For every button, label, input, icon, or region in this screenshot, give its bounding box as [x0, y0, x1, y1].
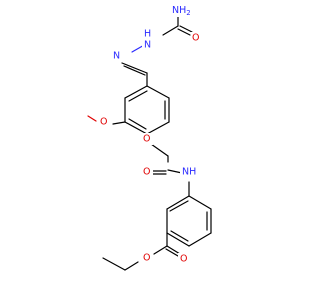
ring1-bond-4: [124, 121, 148, 135]
ring2-bond-6: [188, 195, 212, 210]
bond-carbonyl-double-1: [179, 25, 193, 33]
bond-carbonyl-double-2: [177, 28, 191, 36]
atom-nh-hydrazide-n: N: [144, 40, 151, 51]
atom-labels: NH2 O H N N O O O NH O O: [99, 5, 203, 265]
atom-n-imine: N: [113, 51, 120, 62]
bond-ester-c-to-carbonyl-o-1: [166, 245, 181, 255]
bond-ester-c-to-o: [153, 245, 168, 255]
atom-o-ether: O: [143, 134, 150, 145]
chemical-structure: NH2 O H N N O O O NH O O: [87, 5, 212, 271]
bond-ethyl: [102, 257, 126, 271]
atom-nh-hydrazide-h: H: [144, 29, 151, 40]
ring1-bond-3: [146, 121, 170, 135]
ring2-bond-4: [188, 232, 212, 247]
ring2-bond-3: [166, 232, 190, 247]
bond-carbonyl-to-nh: [162, 25, 179, 36]
ring1-bond-6: [124, 85, 148, 99]
atom-o-amide: O: [143, 167, 150, 178]
bond-ring-to-ome: [112, 121, 126, 125]
atom-o-methoxy: O: [100, 117, 107, 128]
ring2-bond-3-inner: [170, 230, 189, 242]
ring1-bond-6-inner: [128, 90, 148, 102]
bond-ester-c-to-carbonyl-o-2: [165, 248, 179, 257]
ring2-bond-1-inner: [169, 200, 189, 212]
bond-ether-o-to-ch2: [150, 143, 169, 157]
bond-ester-o-to-ch2: [124, 261, 139, 271]
bond-carbonyl-to-nh-amide: [167, 169, 183, 174]
ring2-bond-1: [166, 195, 190, 210]
atom-o-ester-carbonyl: O: [180, 254, 187, 265]
bond-imine-double-2: [123, 65, 146, 76]
atom-o-ester: O: [143, 253, 150, 264]
ring1-bond-1: [146, 85, 170, 99]
ring1-bond-4-inner: [128, 118, 147, 130]
atom-nh2: NH2: [172, 5, 191, 18]
atom-o-carbamoyl: O: [192, 33, 199, 44]
bond-imine-double-1: [121, 62, 148, 74]
bonds: [87, 13, 212, 271]
atom-nh-amide: NH: [182, 167, 196, 178]
bond-ome-to-ch3: [87, 115, 97, 122]
